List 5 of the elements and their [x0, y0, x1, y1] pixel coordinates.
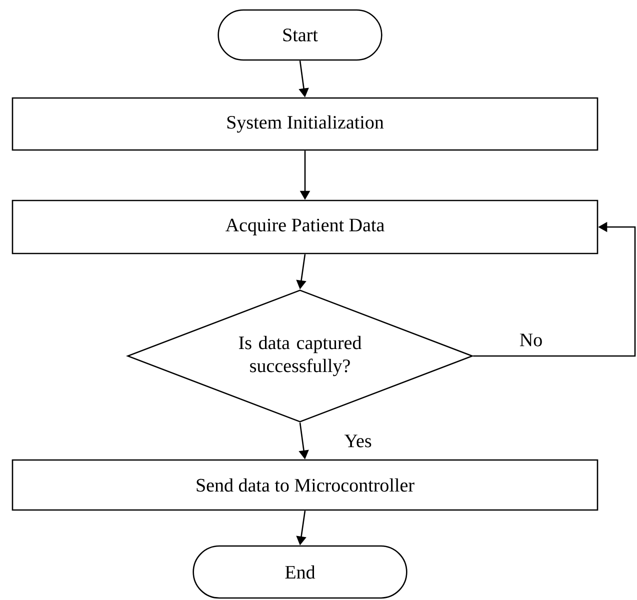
edge-label: No	[518, 332, 544, 348]
process-box: Acquire Patient Data	[12, 200, 598, 254]
edge-label: Yes	[343, 434, 373, 448]
process-box: System Initialization	[12, 97, 598, 151]
process-box: Send data to Microcontroller	[12, 459, 598, 511]
